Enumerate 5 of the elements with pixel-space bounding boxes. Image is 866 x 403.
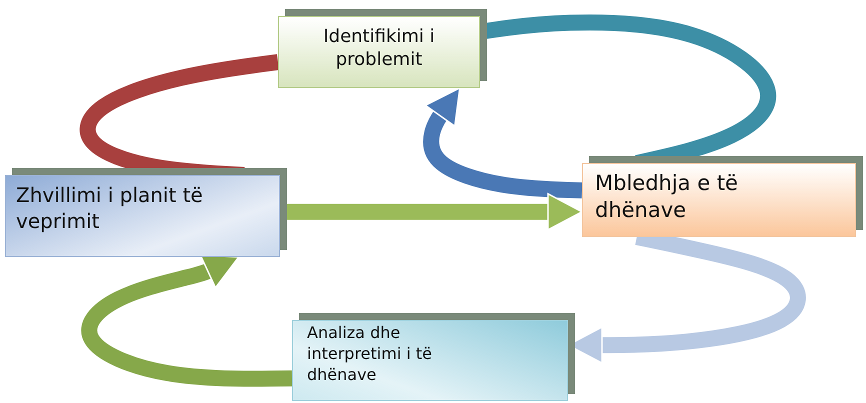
box-label: Identifikimi i problemit <box>322 25 436 72</box>
box-label: Analiza dhe interpretimi i të dhënave <box>307 323 433 386</box>
box-label: Zhvillimi i planit të veprimit <box>16 182 204 234</box>
curved-arrow <box>423 87 582 198</box>
box-label: Mbledhja e të dhënave <box>595 170 739 224</box>
